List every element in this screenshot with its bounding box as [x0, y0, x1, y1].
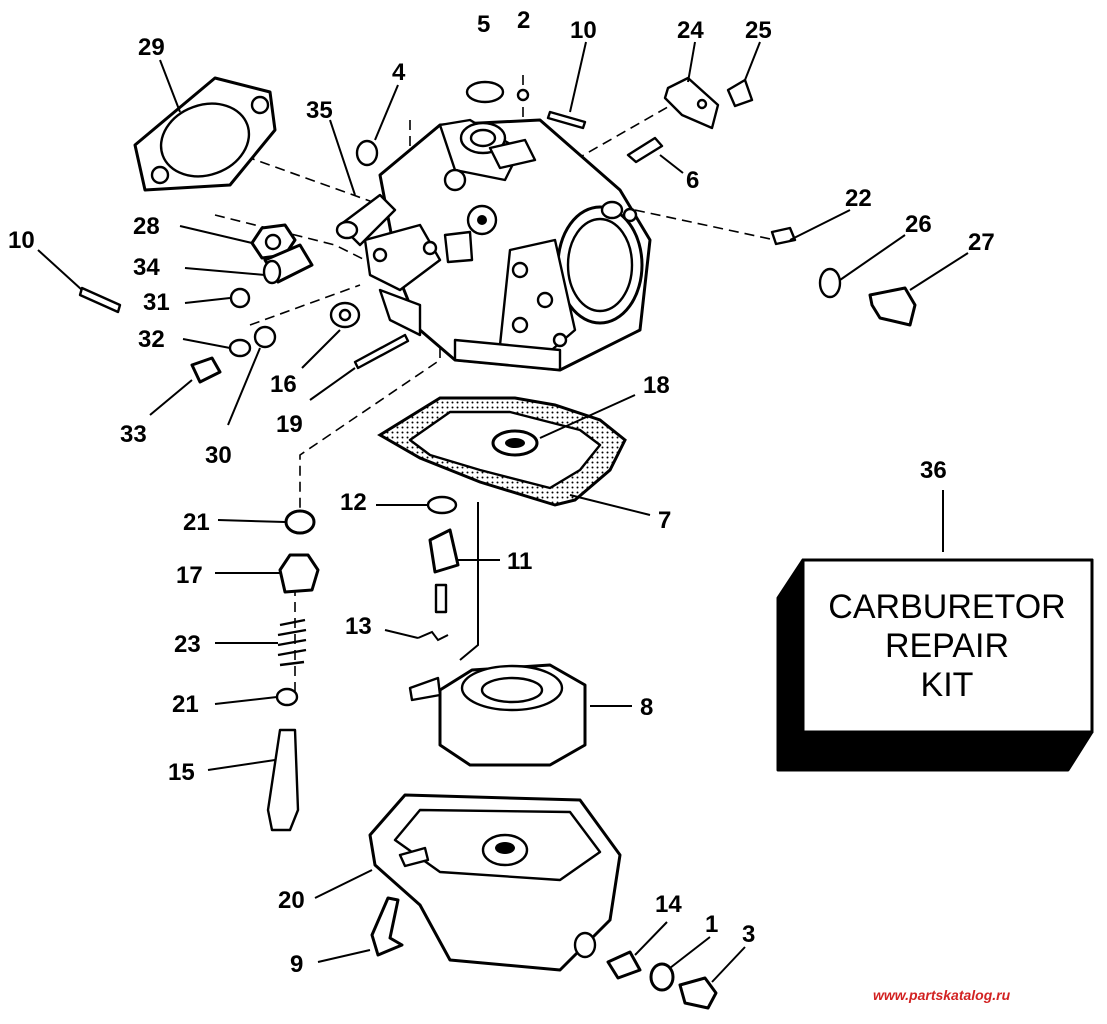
part-20-float-bowl	[368, 793, 622, 972]
part-12-gasket	[426, 495, 458, 515]
callout-28: 28	[133, 213, 160, 240]
callout-25: 25	[745, 17, 772, 44]
part-6-screw	[626, 136, 664, 164]
part-21-gasket-top	[284, 509, 316, 535]
callout-16: 16	[270, 371, 297, 398]
callout-2: 2	[517, 7, 530, 34]
part-17-packing-nut	[278, 553, 320, 594]
callout-13: 13	[345, 613, 372, 640]
callout-12: 12	[340, 489, 367, 516]
callout-35: 35	[306, 97, 333, 124]
part-21-gasket-bottom	[275, 687, 299, 707]
callout-11: 11	[507, 548, 532, 575]
part-30-lockwasher	[253, 325, 277, 349]
callout-32: 32	[138, 326, 165, 353]
callout-21-top: 21	[183, 509, 210, 536]
part-19-pin	[353, 333, 410, 370]
part-23-spring	[277, 618, 307, 667]
leader-lines	[37, 41, 969, 983]
callout-36: 36	[920, 457, 947, 484]
callout-22: 22	[845, 185, 872, 212]
part-1-washer	[649, 962, 675, 992]
callout-1: 1	[705, 911, 718, 938]
callout-6: 6	[686, 167, 699, 194]
callout-26: 26	[905, 211, 932, 238]
part-8-float	[408, 663, 587, 767]
callout-31: 31	[143, 289, 170, 316]
part-33-screw	[190, 356, 222, 384]
part-22-screw	[770, 226, 797, 246]
part-13-clip	[417, 630, 449, 642]
callout-30: 30	[205, 442, 232, 469]
part-31-oring	[229, 287, 251, 309]
part-14-screw	[606, 950, 642, 980]
part-15-needle	[266, 728, 300, 832]
part-25-screw	[726, 78, 754, 108]
part-4-plug	[355, 139, 379, 167]
part-10-pin-left	[78, 286, 122, 314]
callout-5: 5	[477, 11, 490, 38]
callout-3: 3	[742, 921, 755, 948]
callout-9: 9	[290, 951, 303, 978]
callout-24: 24	[677, 17, 704, 44]
callout-23: 23	[174, 631, 201, 658]
callout-4: 4	[392, 59, 406, 86]
callout-10-top: 10	[570, 17, 597, 44]
part-3-plug	[678, 976, 718, 1010]
callout-14: 14	[655, 891, 682, 918]
callout-15: 15	[168, 759, 195, 786]
kit-line-1: CARBURETOR	[828, 588, 1065, 626]
kit-line-2: REPAIR	[885, 627, 1009, 665]
part-29-flange-gasket	[133, 76, 277, 192]
part-carburetor-body	[335, 118, 652, 372]
callout-27: 27	[968, 229, 995, 256]
callout-20: 20	[278, 887, 305, 914]
callout-21-bottom: 21	[172, 691, 199, 718]
part-26-washer	[818, 267, 842, 299]
part-11-needle-seat	[428, 528, 460, 574]
callout-18: 18	[643, 372, 670, 399]
callout-19: 19	[276, 411, 303, 438]
callout-34: 34	[133, 254, 160, 281]
callout-10-left: 10	[8, 227, 35, 254]
watermark: www.partskatalog.ru	[873, 987, 1011, 1003]
part-9-screw	[370, 896, 404, 957]
part-2-ball	[516, 88, 530, 102]
part-24-clip	[663, 76, 720, 130]
part-10-pin-top	[546, 110, 587, 130]
callout-17: 17	[176, 562, 203, 589]
callout-33: 33	[120, 421, 147, 448]
repair-kit-box: CARBURETOR REPAIR KIT	[776, 558, 1094, 772]
kit-line-3: KIT	[921, 666, 974, 704]
callout-29: 29	[138, 34, 165, 61]
part-32-washer	[228, 338, 252, 358]
part-7-float-bowl-gasket	[377, 396, 627, 507]
callout-8: 8	[640, 694, 653, 721]
part-5-plug	[465, 80, 505, 104]
part-27-plug	[868, 286, 917, 327]
callout-labels: 29 35 4 5 2 10 24 25 6 22 26 27 28 34 10…	[8, 7, 995, 978]
callout-7: 7	[658, 507, 671, 534]
